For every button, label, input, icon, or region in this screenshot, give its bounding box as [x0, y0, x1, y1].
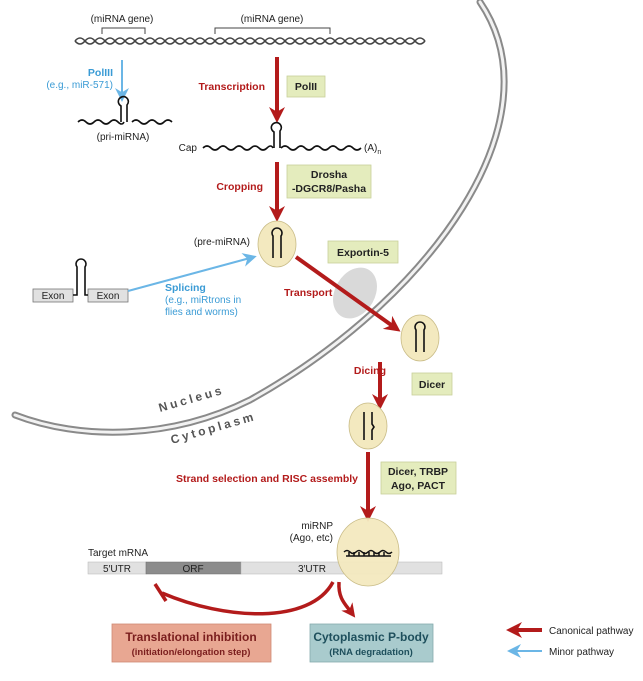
- transport-label: Transport: [284, 287, 333, 299]
- p-body-box: [309, 623, 434, 663]
- translational-inhibition-title: Translational inhibition: [125, 630, 256, 644]
- splicing-label: Splicing: [165, 282, 206, 294]
- gene-bracket-left: [101, 27, 146, 34]
- transcription-label: Transcription: [198, 81, 265, 93]
- transport-arrow: [294, 255, 401, 332]
- polyA-label: (A)n: [364, 143, 381, 156]
- polII-label: PolII: [295, 81, 317, 93]
- dicer-label: Dicer: [419, 379, 445, 391]
- splicing-example-1: (e.g., miRtrons in: [165, 295, 241, 306]
- polIII-example: (e.g., miR-571): [46, 80, 113, 91]
- inhibition-bar: [153, 583, 168, 602]
- mirnp-label-1: miRNP: [301, 521, 333, 532]
- strand-selection-label: Strand selection and RISC assembly: [176, 473, 358, 485]
- intron-hairpin: [73, 258, 88, 296]
- orf-label: ORF: [182, 564, 203, 575]
- risc-enzymes-label-2: Ago, PACT: [391, 480, 446, 492]
- dicer-box: [411, 372, 453, 396]
- pri-mirna-minor: [77, 95, 173, 125]
- dicing-label: Dicing: [354, 365, 386, 377]
- mirna-duplex: [363, 412, 375, 440]
- pre-mirna-vesicle: [257, 220, 297, 268]
- gene-bracket-right: [214, 27, 331, 34]
- cap-label: Cap: [179, 143, 198, 154]
- duplex-vesicle: [348, 402, 388, 450]
- legend-canonical-label: Canonical pathway: [549, 626, 634, 637]
- exportin-label: Exportin-5: [337, 247, 389, 259]
- polIII-label: PolIII: [88, 67, 113, 79]
- gene-label-right: (miRNA gene): [241, 14, 304, 25]
- target-mrna-label: Target mRNA: [88, 548, 148, 559]
- exon-left-label: Exon: [42, 291, 65, 302]
- pre-mirna-label: (pre-miRNA): [194, 237, 250, 248]
- dna-helix: [74, 37, 426, 45]
- cropping-label: Cropping: [216, 181, 263, 193]
- drosha-box: [286, 164, 372, 199]
- risc-enzymes-box: [380, 461, 457, 495]
- exportin-box: [327, 240, 399, 264]
- splicing-example-2: flies and worms): [165, 307, 238, 318]
- exon-right-label: Exon: [97, 291, 120, 302]
- translational-inhibition-subtitle: (initiation/elongation step): [132, 647, 251, 658]
- legend-minor-label: Minor pathway: [549, 647, 614, 658]
- utr5-label: 5′UTR: [103, 564, 131, 575]
- p-body-subtitle: (RNA degradation): [329, 647, 413, 658]
- cytoplasmic-pre-mirna-vesicle: [400, 314, 440, 362]
- degradation-arrow: [337, 581, 356, 618]
- drosha-label-2: -DGCR8/Pasha: [292, 183, 366, 195]
- inhibition-arrow: [161, 581, 335, 616]
- risc-enzymes-label-1: Dicer, TRBP: [388, 466, 448, 478]
- splicing-arrow: [127, 253, 257, 292]
- translational-inhibition-box: [111, 623, 272, 663]
- pri-mirna-label: (pri-miRNA): [97, 132, 150, 143]
- pre-mirna-hairpin: [271, 227, 283, 258]
- gene-label-left: (miRNA gene): [91, 14, 154, 25]
- mirna-target-pairing: [343, 549, 393, 557]
- drosha-label-1: Drosha: [311, 169, 347, 181]
- p-body-title: Cytoplasmic P-body: [313, 630, 429, 644]
- pri-mirna-canonical: [202, 121, 362, 151]
- cytoplasmic-pre-mirna-hairpin: [414, 321, 426, 352]
- polII-box: [286, 75, 326, 98]
- nucleus-label: Nucleus: [157, 383, 226, 415]
- utr3-label: 3′UTR: [298, 564, 326, 575]
- mirnp-label-2: (Ago, etc): [290, 533, 333, 544]
